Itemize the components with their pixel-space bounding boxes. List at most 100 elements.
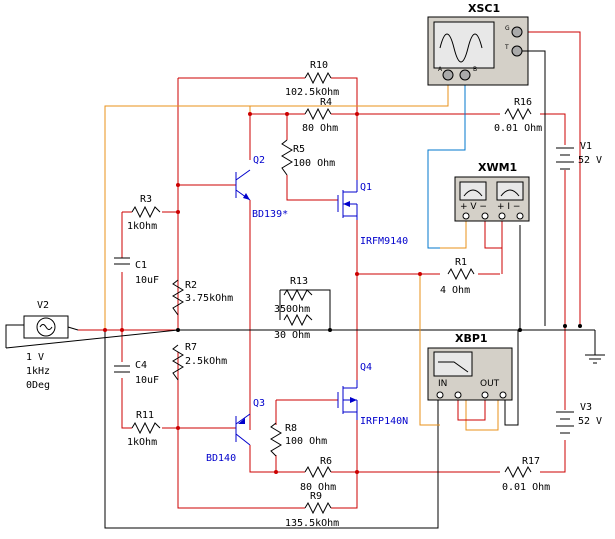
v2-amplitude: 1 V xyxy=(26,352,44,363)
v2-phase: 0Deg xyxy=(26,380,50,391)
xwm1-label-i: + I − xyxy=(497,202,520,212)
wattmeter-xwm1[interactable]: XWM1 + V − + I − xyxy=(454,161,530,222)
gate-arrow-icon xyxy=(350,397,357,403)
bode-plotter-xbp1[interactable]: XBP1 IN OUT xyxy=(427,332,513,401)
resistor-r3[interactable] xyxy=(131,205,161,219)
xbp1-name: XBP1 xyxy=(455,332,488,345)
xbp1-terminal[interactable] xyxy=(454,391,462,399)
r4-value: 80 Ohm xyxy=(302,123,338,134)
c4-value: 10uF xyxy=(135,375,159,386)
r10-value: 102.5kOhm xyxy=(285,87,339,98)
xwm1-voltage-meter xyxy=(459,181,487,201)
capacitor-c4[interactable]: C4 10uF xyxy=(114,360,159,386)
resistor-r12[interactable] xyxy=(283,313,313,327)
resistor-r10[interactable] xyxy=(304,71,332,85)
wires xyxy=(5,31,596,529)
q2-model: BD139* xyxy=(252,209,288,220)
xwm1-label-v: + V − xyxy=(460,202,487,212)
xwm1-name: XWM1 xyxy=(478,161,517,174)
xbp1-label-out: OUT xyxy=(480,379,500,389)
resistor-r1[interactable] xyxy=(447,267,475,281)
r11-name: R11 xyxy=(136,410,154,421)
xsc1-terminal-t[interactable] xyxy=(511,45,523,57)
xsc1-terminal-g[interactable] xyxy=(511,26,523,38)
q3-model: BD140 xyxy=(206,453,236,464)
resistor-r16[interactable] xyxy=(504,107,532,121)
capacitor-c1[interactable]: C1 10uF xyxy=(114,257,159,286)
v2-name: V2 xyxy=(37,300,49,311)
xwm1-terminal[interactable] xyxy=(481,212,489,220)
ac-source-v2[interactable]: V2 1 V 1kHz 0Deg xyxy=(23,300,79,391)
resistor-r6[interactable] xyxy=(304,465,332,479)
r9-name: R9 xyxy=(310,491,322,502)
resistor-r17[interactable] xyxy=(504,465,532,479)
meter-arc-icon xyxy=(463,189,483,197)
v1-value: 52 V xyxy=(578,155,602,166)
q4-model: IRFP140N xyxy=(360,416,408,427)
r5-name: R5 xyxy=(293,144,305,155)
c4-name: C4 xyxy=(135,360,147,371)
r17-name: R17 xyxy=(522,456,540,467)
xwm1-terminal[interactable] xyxy=(498,212,506,220)
oscilloscope-xsc1[interactable]: XSC1 G T A B xyxy=(427,2,546,326)
xbp1-screen xyxy=(433,351,473,377)
sine-wave-icon xyxy=(439,33,483,63)
sine-icon xyxy=(39,324,53,330)
emitter-arrow-icon xyxy=(243,193,250,200)
junctions xyxy=(103,112,582,474)
r9-value: 135.5kOhm xyxy=(285,518,339,529)
xbp1-terminal[interactable] xyxy=(436,391,444,399)
xsc1-terminal-a[interactable] xyxy=(442,69,454,81)
r16-name: R16 xyxy=(514,97,532,108)
xsc1-terminal-b[interactable] xyxy=(459,69,471,81)
xsc1-label-t: T xyxy=(504,44,509,51)
ground-icon xyxy=(585,354,605,364)
resistor-r13[interactable] xyxy=(283,288,313,302)
r7-name: R7 xyxy=(185,342,197,353)
xbp1-terminal[interactable] xyxy=(499,391,507,399)
xsc1-label-g: G xyxy=(505,25,510,32)
v1-name: V1 xyxy=(580,141,592,152)
r7-value: 2.5kOhm xyxy=(185,356,227,367)
xbp1-terminal[interactable] xyxy=(481,391,489,399)
dc-source-v3[interactable]: V3 52 V xyxy=(556,402,602,434)
transistor-q2[interactable]: Q2 BD139* xyxy=(235,155,288,220)
r13-name: R13 xyxy=(290,276,308,287)
transistor-q4[interactable]: Q4 IRFP140N xyxy=(337,362,408,427)
r1-value: 4 Ohm xyxy=(440,285,470,296)
transistor-q3[interactable]: Q3 BD140 xyxy=(206,398,265,464)
r3-value: 1kOhm xyxy=(127,221,157,232)
xwm1-terminal[interactable] xyxy=(516,212,524,220)
xsc1-label-a: A xyxy=(438,66,443,73)
transistor-q1[interactable]: Q1 IRFM9140 xyxy=(337,180,408,247)
resistor-r2[interactable] xyxy=(172,279,184,316)
r10-name: R10 xyxy=(310,60,328,71)
resistor-r7[interactable] xyxy=(172,344,184,381)
r3-name: R3 xyxy=(140,194,152,205)
resistor-r5[interactable] xyxy=(281,139,293,176)
vertical-resistors: R5 100 Ohm R2 3.75kOhm R7 2.5kOhm R8 100… xyxy=(172,139,335,457)
capacitors: C1 10uF C4 10uF xyxy=(114,257,159,386)
resistor-r4[interactable] xyxy=(304,107,332,121)
resistor-r8[interactable] xyxy=(270,422,282,457)
resistor-r11[interactable] xyxy=(131,421,161,435)
xwm1-current-meter xyxy=(496,181,524,201)
q4-name: Q4 xyxy=(360,362,372,373)
r4-name: R4 xyxy=(320,97,332,108)
resistors: R10 102.5kOhm R4 80 Ohm R16 0.01 Ohm R3 … xyxy=(127,60,550,529)
resistor-r9[interactable] xyxy=(304,501,332,515)
meter-arc-icon xyxy=(500,189,520,197)
xwm1-terminal[interactable] xyxy=(462,212,470,220)
r2-value: 3.75kOhm xyxy=(185,293,233,304)
v3-value: 52 V xyxy=(578,416,602,427)
xsc1-label-b: B xyxy=(473,66,477,73)
xbp1-label-in: IN xyxy=(438,379,447,389)
xsc1-name: XSC1 xyxy=(468,2,500,15)
r13-value: 350Ohm xyxy=(274,304,310,315)
r16-value: 0.01 Ohm xyxy=(494,123,542,134)
r8-value: 100 Ohm xyxy=(285,436,327,447)
q3-name: Q3 xyxy=(253,398,265,409)
dc-source-v1[interactable]: V1 52 V xyxy=(556,141,602,170)
r2-name: R2 xyxy=(185,280,197,291)
